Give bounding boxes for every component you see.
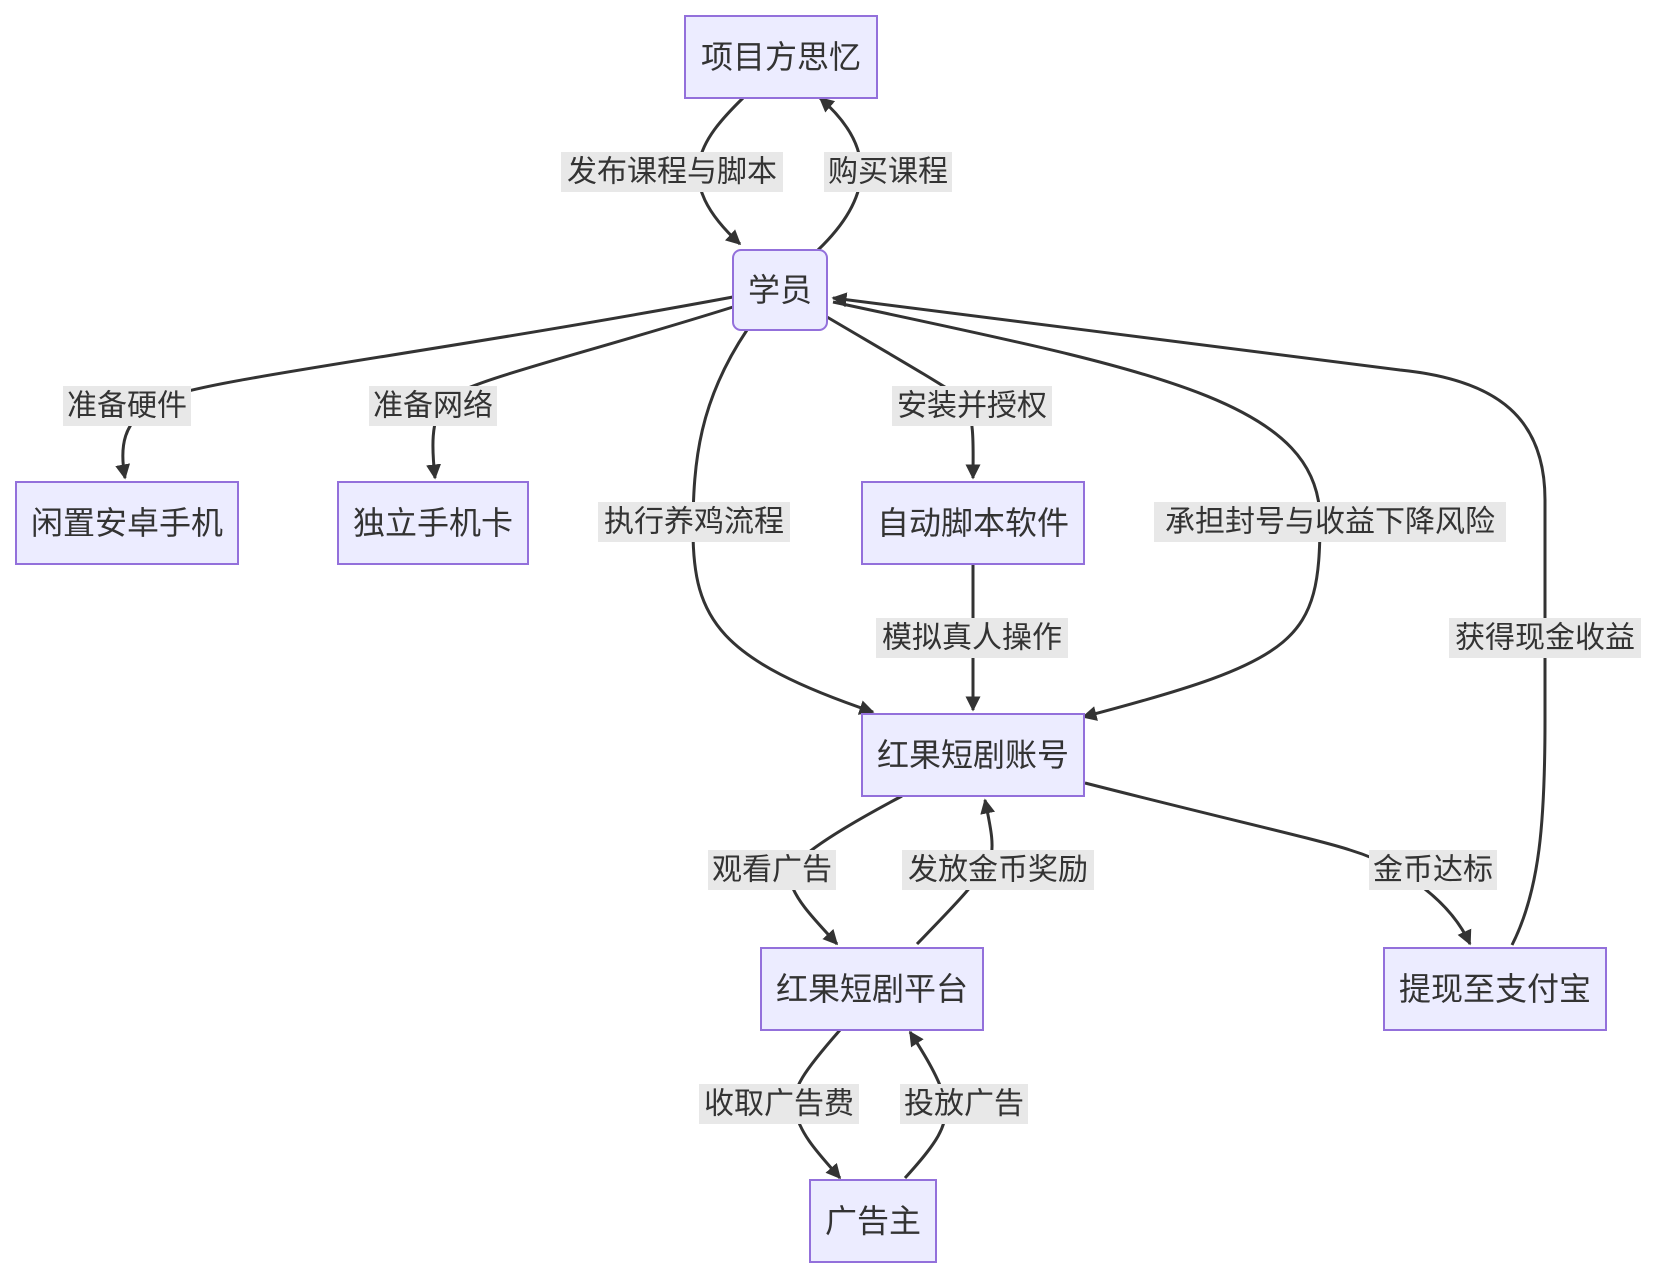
edge-label-watch: 观看广告	[712, 853, 832, 888]
edge-label-cash: 获得现金收益	[1455, 621, 1635, 656]
node-script: 自动脚本软件	[861, 481, 1085, 565]
edge-label-buy: 购买课程	[828, 155, 948, 190]
node-project-label: 项目方思忆	[701, 38, 861, 76]
edge-student-to-phone	[115, 295, 734, 480]
edge-label-install: 安装并授权	[897, 389, 1047, 424]
node-simcard: 独立手机卡	[337, 481, 529, 565]
edge-label-ads: 投放广告	[904, 1087, 1024, 1122]
node-simcard-label: 独立手机卡	[353, 504, 513, 542]
node-phone-label: 闲置安卓手机	[31, 504, 223, 542]
node-project: 项目方思忆	[684, 15, 878, 99]
node-platform: 红果短剧平台	[760, 947, 984, 1031]
node-phone: 闲置安卓手机	[15, 481, 239, 565]
node-account-label: 红果短剧账号	[877, 736, 1069, 774]
edge-label-farm: 执行养鸡流程	[604, 505, 784, 540]
node-account: 红果短剧账号	[861, 713, 1085, 797]
edge-label-publish: 发布课程与脚本	[567, 155, 777, 190]
edge-label-risk: 承担封号与收益下降风险	[1165, 505, 1495, 540]
edge-label-fee: 收取广告费	[704, 1087, 854, 1122]
edge-label-reward: 发放金币奖励	[908, 853, 1088, 888]
edge-account-to-withdraw	[1084, 781, 1472, 946]
edge-labels: 发布课程与脚本 购买课程 准备硬件 准备网络 安装并授权 执行养鸡流程 承担封号…	[63, 152, 1641, 1124]
edge-label-network: 准备网络	[373, 389, 493, 424]
node-student: 学员	[732, 249, 828, 331]
node-platform-label: 红果短剧平台	[776, 970, 968, 1008]
node-student-label: 学员	[748, 271, 812, 309]
edge-label-hardware: 准备硬件	[67, 389, 187, 424]
node-withdraw-label: 提现至支付宝	[1399, 970, 1591, 1008]
edge-student-to-account-risk	[832, 300, 1322, 721]
edge-label-coins: 金币达标	[1373, 853, 1493, 888]
nodes: 项目方思忆 学员 闲置安卓手机 独立手机卡 自动脚本软件 红果短剧账号 红果短剧…	[15, 15, 1607, 1263]
node-script-label: 自动脚本软件	[877, 504, 1069, 542]
node-advertiser: 广告主	[809, 1179, 937, 1263]
edge-label-simulate: 模拟真人操作	[882, 621, 1062, 656]
node-advertiser-label: 广告主	[825, 1202, 921, 1240]
node-withdraw: 提现至支付宝	[1383, 947, 1607, 1031]
edge-withdraw-to-student	[831, 292, 1547, 946]
